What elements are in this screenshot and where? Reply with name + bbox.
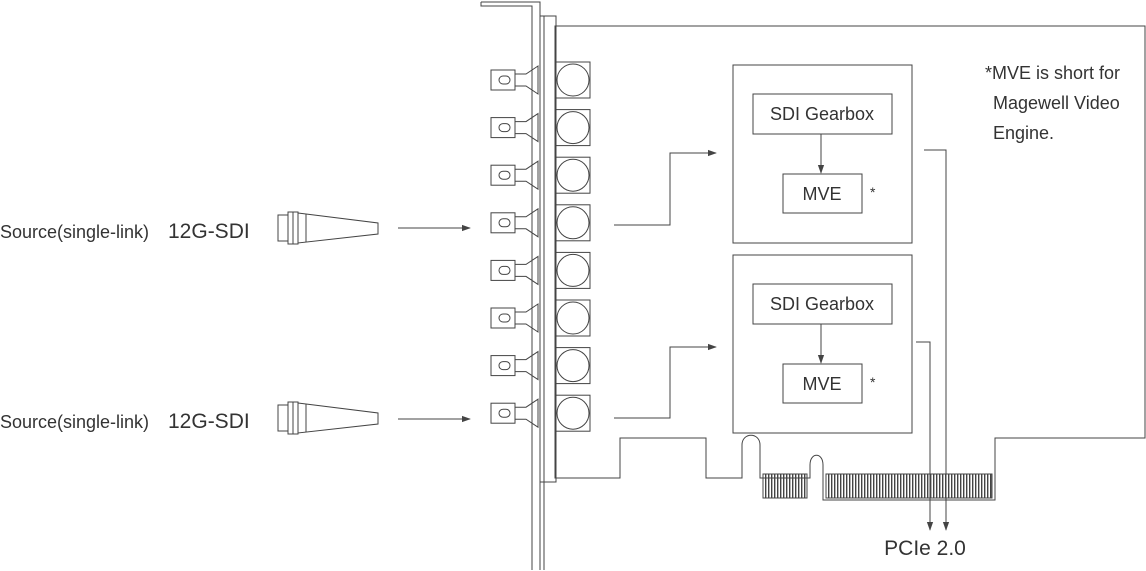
- source-2: Source(single-link) 12G-SDI: [0, 401, 471, 435]
- note-line-3: Engine.: [993, 123, 1054, 143]
- route-connector-to-engine-2: [614, 343, 717, 419]
- note-line-2: Magewell Video: [993, 93, 1120, 113]
- pcie-label: PCIe 2.0: [884, 537, 966, 560]
- mve-label-1: MVE: [802, 184, 841, 204]
- sdi-gearbox-box-1: [752, 93, 893, 135]
- source-signal-2: 12G-SDI: [168, 410, 250, 433]
- route-connector-to-engine-1: [614, 149, 717, 226]
- sdi-gearbox-label-1: SDI Gearbox: [770, 104, 874, 124]
- sdi-gearbox-box-2: [752, 283, 893, 325]
- pcie-contacts-left: [762, 473, 808, 499]
- bnc-connector: [490, 109, 591, 147]
- engine-block-2: SDI Gearbox MVE *: [732, 254, 913, 434]
- source-label-2: Source(single-link): [0, 412, 149, 432]
- route-engine-1-to-pcie: [924, 149, 950, 531]
- pcb-board-outline: [554, 25, 1146, 501]
- bnc-connector: [490, 394, 591, 432]
- source-1: Source(single-link) 12G-SDI: [0, 211, 471, 245]
- bnc-connector: [490, 204, 591, 242]
- mve-box-2: [782, 363, 863, 404]
- bnc-connector: [490, 299, 591, 337]
- bnc-connector: [490, 156, 591, 194]
- mve-footnote-mark-2: *: [870, 374, 876, 390]
- mve-label-2: MVE: [802, 374, 841, 394]
- source-signal-1: 12G-SDI: [168, 220, 250, 243]
- mounting-bracket: [480, 1, 557, 570]
- sdi-gearbox-label-2: SDI Gearbox: [770, 294, 874, 314]
- pcie-contacts-right: [825, 473, 993, 499]
- bnc-connector-column: [490, 61, 591, 432]
- note-line-1: *MVE is short for: [985, 63, 1120, 83]
- bnc-connector: [490, 251, 591, 289]
- route-engine-2-to-pcie: [916, 341, 934, 531]
- source-label-1: Source(single-link): [0, 222, 149, 242]
- sdi-cable-plug-2: [277, 401, 379, 435]
- bnc-connector: [490, 347, 591, 385]
- mve-footnote-mark-1: *: [870, 184, 876, 200]
- mve-box-1: [782, 173, 863, 214]
- engine-block-1: SDI Gearbox MVE *: [732, 64, 913, 244]
- bnc-connector: [490, 61, 591, 99]
- sdi-cable-plug-1: [277, 211, 379, 245]
